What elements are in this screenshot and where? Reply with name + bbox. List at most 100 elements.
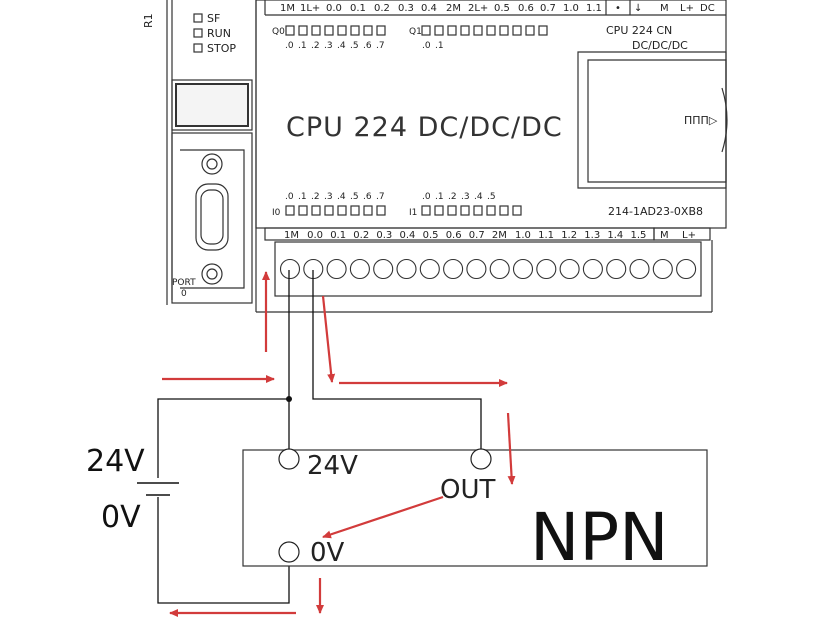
i1-led-icon <box>460 205 470 216</box>
bottom-terminal-label: 1.0 <box>515 230 531 241</box>
top-terminal-label: 0.6 <box>518 3 534 14</box>
bottom-terminal-label: 0.5 <box>423 230 439 241</box>
i0-bit-label: .5 <box>350 192 359 202</box>
q1-label: Q1 <box>409 27 422 37</box>
i0-led-icon <box>285 205 295 216</box>
wire-0v-return <box>157 497 290 604</box>
i1-bit-label: .3 <box>461 192 470 202</box>
arrow-out-to-0v <box>322 495 444 539</box>
plc-cpu224: R1 SF RUN STOP PORT 0 <box>142 0 728 313</box>
bottom-terminal-label: 0.1 <box>330 230 346 241</box>
i0-bit-label: .6 <box>363 192 372 202</box>
model-small-1: CPU 224 CN <box>606 24 672 37</box>
output-bit-labels: .0.1.2.3.4.5.6.7.0.1 <box>285 41 444 51</box>
wire-1m-to-supply <box>157 270 290 478</box>
top-terminal-label: 0.4 <box>421 3 437 14</box>
switch-cover <box>175 83 249 127</box>
q0-bit-label: .3 <box>324 41 333 51</box>
memory-card-slot: ΠΠΠ▷ <box>577 51 728 189</box>
bottom-power-label: L+ <box>682 230 696 241</box>
i1-led-icon <box>447 205 457 216</box>
top-terminal-label: 0.3 <box>398 3 414 14</box>
terminal-screw-icon <box>466 258 487 280</box>
q1-led-icon <box>421 25 431 36</box>
top-terminal-label: L+ <box>680 3 694 14</box>
i0-led-icon <box>337 205 347 216</box>
port-number: 0 <box>181 289 187 299</box>
port-label: PORT <box>172 278 196 288</box>
q1-led-icon <box>434 25 444 36</box>
input-led-row <box>285 205 522 216</box>
terminal-screw-icon <box>326 258 347 280</box>
terminal-screw-icon <box>279 258 301 280</box>
q-spare-led-icon <box>486 25 496 36</box>
i1-bit-label: .1 <box>435 192 444 202</box>
i0-led-icon <box>311 205 321 216</box>
sensor-type-label: NPN <box>530 499 669 576</box>
bottom-terminal-label: 0.6 <box>446 230 462 241</box>
db9-port-icon <box>195 183 229 251</box>
q0-label: Q0 <box>272 27 285 37</box>
q1-bit-label: .0 <box>422 41 431 51</box>
top-terminal-label: 2M <box>446 3 461 14</box>
i1-label: I1 <box>409 208 417 218</box>
top-terminal-label: • <box>615 3 621 14</box>
terminal-screw-icon <box>629 258 650 280</box>
card-eject-icon: ΠΠΠ▷ <box>684 114 718 127</box>
q0-led-icon <box>324 25 334 36</box>
part-number: 214-1AD23-0XB8 <box>608 205 703 218</box>
top-terminal-label: 0.5 <box>494 3 510 14</box>
q-spare-led-icon <box>538 25 548 36</box>
bottom-power-label: M <box>660 230 669 241</box>
bottom-terminal-label: 1.2 <box>561 230 577 241</box>
q-spare-led-icon <box>512 25 522 36</box>
q-spare-led-icon <box>499 25 509 36</box>
bottom-power-strip <box>653 227 711 241</box>
wire-i00-to-out <box>312 270 482 460</box>
input-bit-labels: .0.1.2.3.4.5.6.7.0.1.2.3.4.5 <box>285 192 496 202</box>
terminal-screw-icon <box>373 258 394 280</box>
bottom-terminal-label: 1M <box>284 230 299 241</box>
q1-bit-label: .1 <box>435 41 444 51</box>
terminal-screw-icon <box>419 258 440 280</box>
sensor-body <box>242 449 708 567</box>
top-terminal-label: 1.0 <box>563 3 579 14</box>
terminal-screw-icon <box>652 258 673 280</box>
i1-bit-label: .5 <box>487 192 496 202</box>
port0-connector: PORT 0 <box>171 132 253 304</box>
i0-led-icon <box>298 205 308 216</box>
i0-bit-label: .0 <box>285 192 294 202</box>
bottom-terminal-label: 0.3 <box>376 230 392 241</box>
port-housing <box>171 132 253 304</box>
top-terminal-label: 0.7 <box>540 3 556 14</box>
bottom-terminal-label: 2M <box>492 230 507 241</box>
q0-bit-label: .2 <box>311 41 320 51</box>
i0-bit-label: .2 <box>311 192 320 202</box>
top-terminal-label: 0.1 <box>350 3 366 14</box>
q0-led-icon <box>350 25 360 36</box>
arrow-down-out <box>506 412 516 485</box>
top-terminal-label: 1M <box>280 3 295 14</box>
led-sf-label: SF <box>207 12 220 25</box>
q0-led-icon <box>337 25 347 36</box>
q0-led-icon <box>285 25 295 36</box>
terminal-screw-icon <box>489 258 510 280</box>
output-led-row <box>285 25 548 36</box>
i0-bit-label: .7 <box>376 192 385 202</box>
led-run-icon <box>193 28 203 38</box>
led-stop-label: STOP <box>207 42 236 55</box>
bottom-terminal-label: 1.4 <box>607 230 623 241</box>
supply-minus-label: 0V <box>101 500 141 535</box>
terminal-screw-icon <box>512 258 534 280</box>
arrow-down-i00 <box>321 295 336 383</box>
q0-led-icon <box>311 25 321 36</box>
i1-led-icon <box>421 205 431 216</box>
top-terminal-label: 1.1 <box>586 3 602 14</box>
i0-led-icon <box>350 205 360 216</box>
q0-bit-label: .1 <box>298 41 307 51</box>
i0-bit-label: .4 <box>337 192 346 202</box>
switch-cover-frame <box>171 79 253 131</box>
led-run-label: RUN <box>207 27 231 40</box>
i0-label: I0 <box>272 208 281 218</box>
i1-bit-label: .2 <box>448 192 457 202</box>
